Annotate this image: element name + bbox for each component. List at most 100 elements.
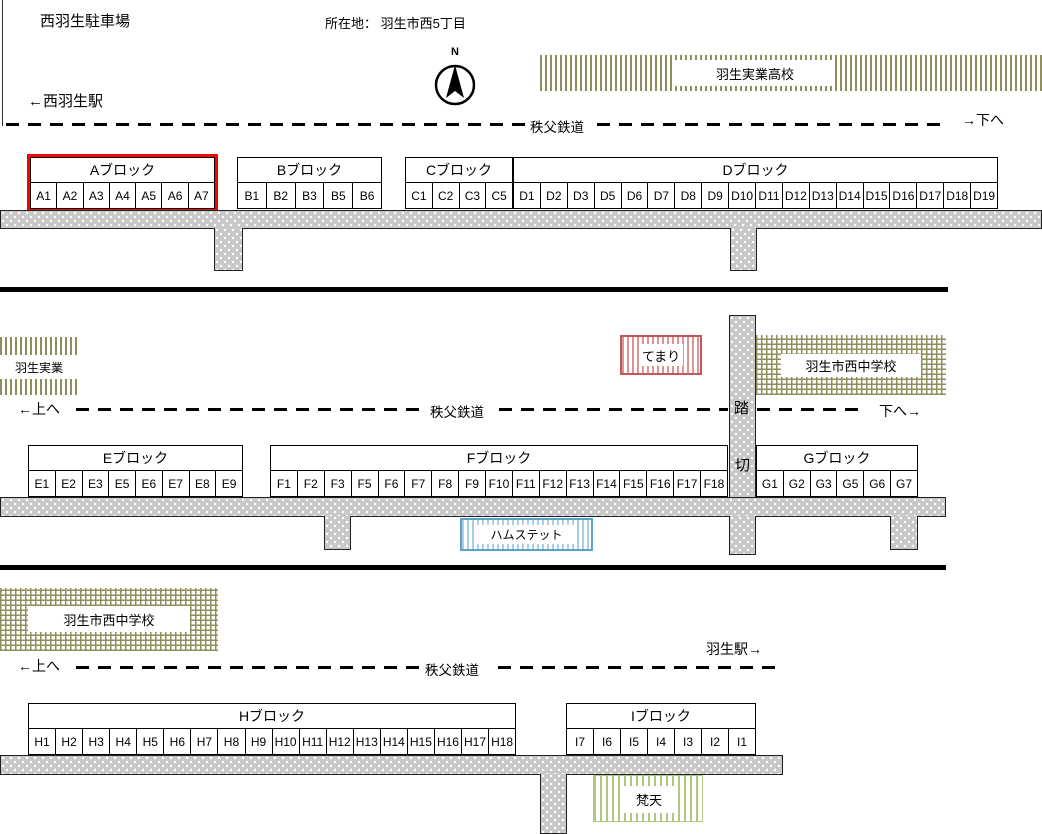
block-header-d: Dブロック — [513, 157, 998, 183]
parking-space-a4: A4 — [108, 182, 137, 209]
parking-space-h4: H4 — [109, 728, 138, 755]
parking-space-h16: H16 — [433, 728, 462, 755]
parking-space-e6: E6 — [135, 470, 163, 497]
parking-space-e8: E8 — [188, 470, 217, 497]
compass-north-label: N — [451, 46, 459, 58]
parking-space-c5: C5 — [485, 182, 513, 209]
road-lower — [0, 755, 783, 775]
building-nishi-junior-high-bottom: 羽生市西中学校 — [0, 588, 218, 651]
block-header-i: Iブロック — [566, 703, 756, 729]
parking-space-d8: D8 — [674, 182, 703, 209]
parking-space-i3: I3 — [674, 728, 702, 755]
parking-space-f3: F3 — [323, 470, 352, 497]
crossing-label-top: 踏 — [734, 400, 750, 417]
parking-space-d18: D18 — [943, 182, 972, 209]
building-nishi-junior-high-mid: 羽生市西中学校 — [756, 335, 946, 395]
railway-line — [597, 123, 949, 126]
block-header-c: Cブロック — [405, 157, 513, 183]
parking-space-e7: E7 — [161, 470, 190, 497]
direction-up-label: ←上へ — [18, 658, 60, 674]
parking-space-d16: D16 — [889, 182, 918, 209]
building-hanyu-jitsugyo-highschool: 羽生実業高校 — [540, 55, 1042, 91]
parking-space-d1: D1 — [513, 182, 541, 209]
railway-line — [6, 123, 525, 126]
map-border-segment — [2, 0, 3, 126]
parking-space-h9: H9 — [244, 728, 273, 755]
direction-down-label: 下へ→ — [879, 403, 921, 419]
building-label: 梵天 — [621, 786, 677, 813]
building-label: 羽生市西中学校 — [781, 354, 921, 377]
parking-space-a7: A7 — [187, 182, 215, 209]
parking-space-g3: G3 — [809, 470, 838, 497]
road-stub — [214, 228, 243, 271]
parking-space-f18: F18 — [700, 470, 728, 497]
parking-space-h10: H10 — [271, 728, 300, 755]
parking-space-f7: F7 — [404, 470, 433, 497]
road-stub — [324, 516, 351, 550]
parking-space-a5: A5 — [135, 182, 163, 209]
boundary-line — [0, 287, 948, 292]
road-stub — [730, 228, 757, 271]
parking-space-e1: E1 — [28, 470, 56, 497]
railway-line — [757, 408, 867, 411]
building-label: ハムステット — [476, 525, 577, 544]
parking-space-d7: D7 — [647, 182, 676, 209]
parking-space-h18: H18 — [488, 728, 517, 755]
parking-space-b5: B5 — [323, 182, 354, 209]
parking-space-d2: D2 — [539, 182, 568, 209]
block-header-e: Eブロック — [28, 445, 243, 471]
parking-space-h12: H12 — [325, 728, 354, 755]
parking-space-e5: E5 — [108, 470, 136, 497]
parking-space-h6: H6 — [163, 728, 192, 755]
compass: N — [428, 46, 482, 112]
block-header-f: Fブロック — [270, 445, 728, 471]
road-stub — [890, 516, 918, 550]
parking-space-f17: F17 — [673, 470, 701, 497]
parking-space-i2: I2 — [701, 728, 729, 755]
parking-space-d17: D17 — [916, 182, 945, 209]
parking-space-f6: F6 — [377, 470, 406, 497]
parking-space-f13: F13 — [565, 470, 594, 497]
building-label: 羽生市西中学校 — [28, 606, 190, 632]
parking-space-h13: H13 — [352, 728, 381, 755]
direction-down-label: →下へ — [962, 112, 1004, 128]
parking-space-f14: F14 — [592, 470, 621, 497]
parking-space-f2: F2 — [296, 470, 325, 497]
parking-space-h2: H2 — [55, 728, 84, 755]
railway-name-label: 秩父鉄道 — [530, 120, 584, 135]
parking-space-h8: H8 — [217, 728, 246, 755]
building-bonten: 梵天 — [593, 775, 703, 822]
station-hanyu-label: 羽生駅→ — [706, 641, 762, 657]
parking-space-f10: F10 — [485, 470, 513, 497]
crossing-label-bottom: 切 — [735, 457, 751, 474]
parking-space-b3: B3 — [294, 182, 325, 209]
parking-space-b1: B1 — [237, 182, 267, 209]
station-nishi-hanyu-label: ←西羽生駅 — [28, 93, 104, 110]
railway-line — [499, 408, 728, 411]
parking-space-c2: C2 — [431, 182, 460, 209]
parking-space-h7: H7 — [190, 728, 219, 755]
building-temari: てまり — [620, 335, 702, 375]
parking-space-d15: D15 — [862, 182, 891, 209]
road-upper — [0, 210, 1042, 229]
parking-space-f8: F8 — [431, 470, 460, 497]
parking-space-d6: D6 — [620, 182, 649, 209]
parking-space-b2: B2 — [265, 182, 296, 209]
building-label: てまり — [639, 344, 683, 366]
railway-name-label: 秩父鉄道 — [430, 405, 484, 420]
block-header-b: Bブロック — [237, 157, 382, 183]
parking-space-h1: H1 — [28, 728, 57, 755]
parking-space-f16: F16 — [646, 470, 675, 497]
parking-space-h5: H5 — [136, 728, 165, 755]
